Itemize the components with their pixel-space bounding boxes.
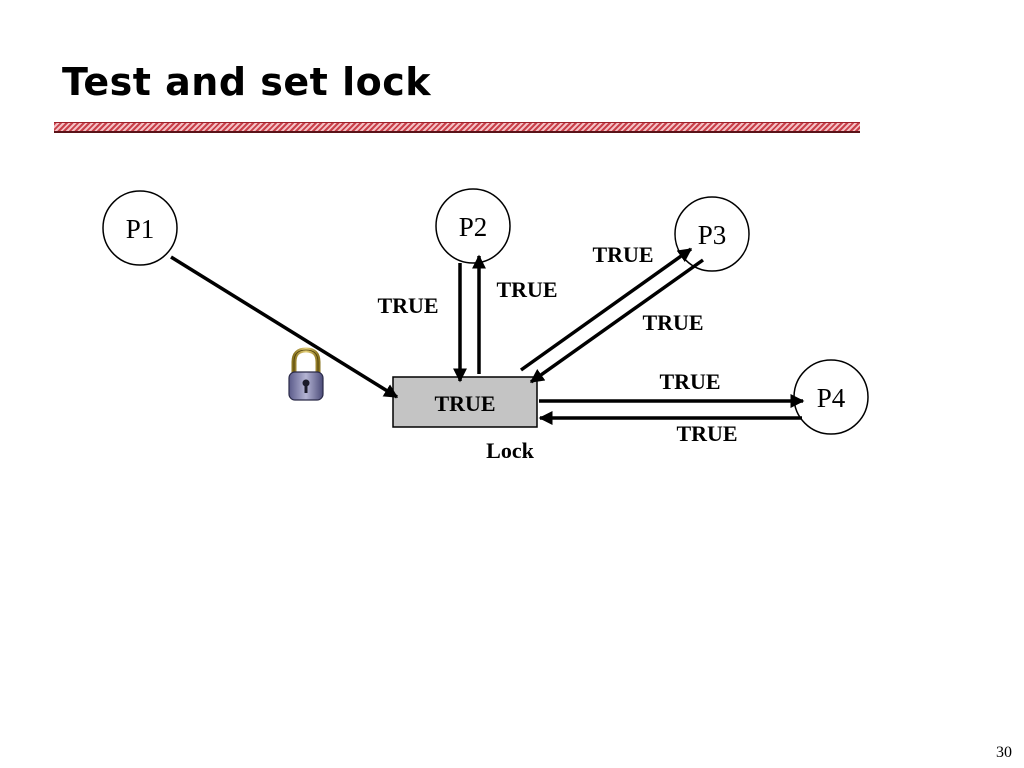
label-p4-from: TRUE bbox=[676, 421, 737, 446]
slide-title: Test and set lock bbox=[62, 60, 431, 104]
lock-caption: Lock bbox=[486, 438, 534, 463]
arrow-p1-to-lock bbox=[170, 255, 399, 399]
padlock-icon bbox=[288, 347, 324, 401]
process-p3: P3 bbox=[674, 196, 750, 272]
label-p4-to: TRUE bbox=[659, 369, 720, 394]
label-p3-to: TRUE bbox=[592, 242, 653, 267]
lock-value: TRUE bbox=[434, 391, 495, 416]
page-number: 30 bbox=[996, 744, 1012, 761]
process-p2: P2 bbox=[435, 188, 511, 264]
arrow-lock-to-p3 bbox=[519, 247, 693, 372]
lock-box: TRUE bbox=[392, 376, 538, 428]
process-p4-label: P4 bbox=[817, 383, 846, 413]
process-p4: P4 bbox=[793, 359, 869, 435]
label-p3-from: TRUE bbox=[642, 310, 703, 335]
process-p2-label: P2 bbox=[459, 212, 488, 242]
label-p2-down: TRUE bbox=[377, 293, 438, 318]
label-p2-up: TRUE bbox=[496, 277, 557, 302]
process-p3-label: P3 bbox=[698, 220, 727, 250]
process-p1-label: P1 bbox=[126, 214, 155, 244]
process-p1: P1 bbox=[102, 190, 178, 266]
arrow-p3-to-lock bbox=[529, 258, 705, 384]
title-underline bbox=[54, 122, 860, 133]
